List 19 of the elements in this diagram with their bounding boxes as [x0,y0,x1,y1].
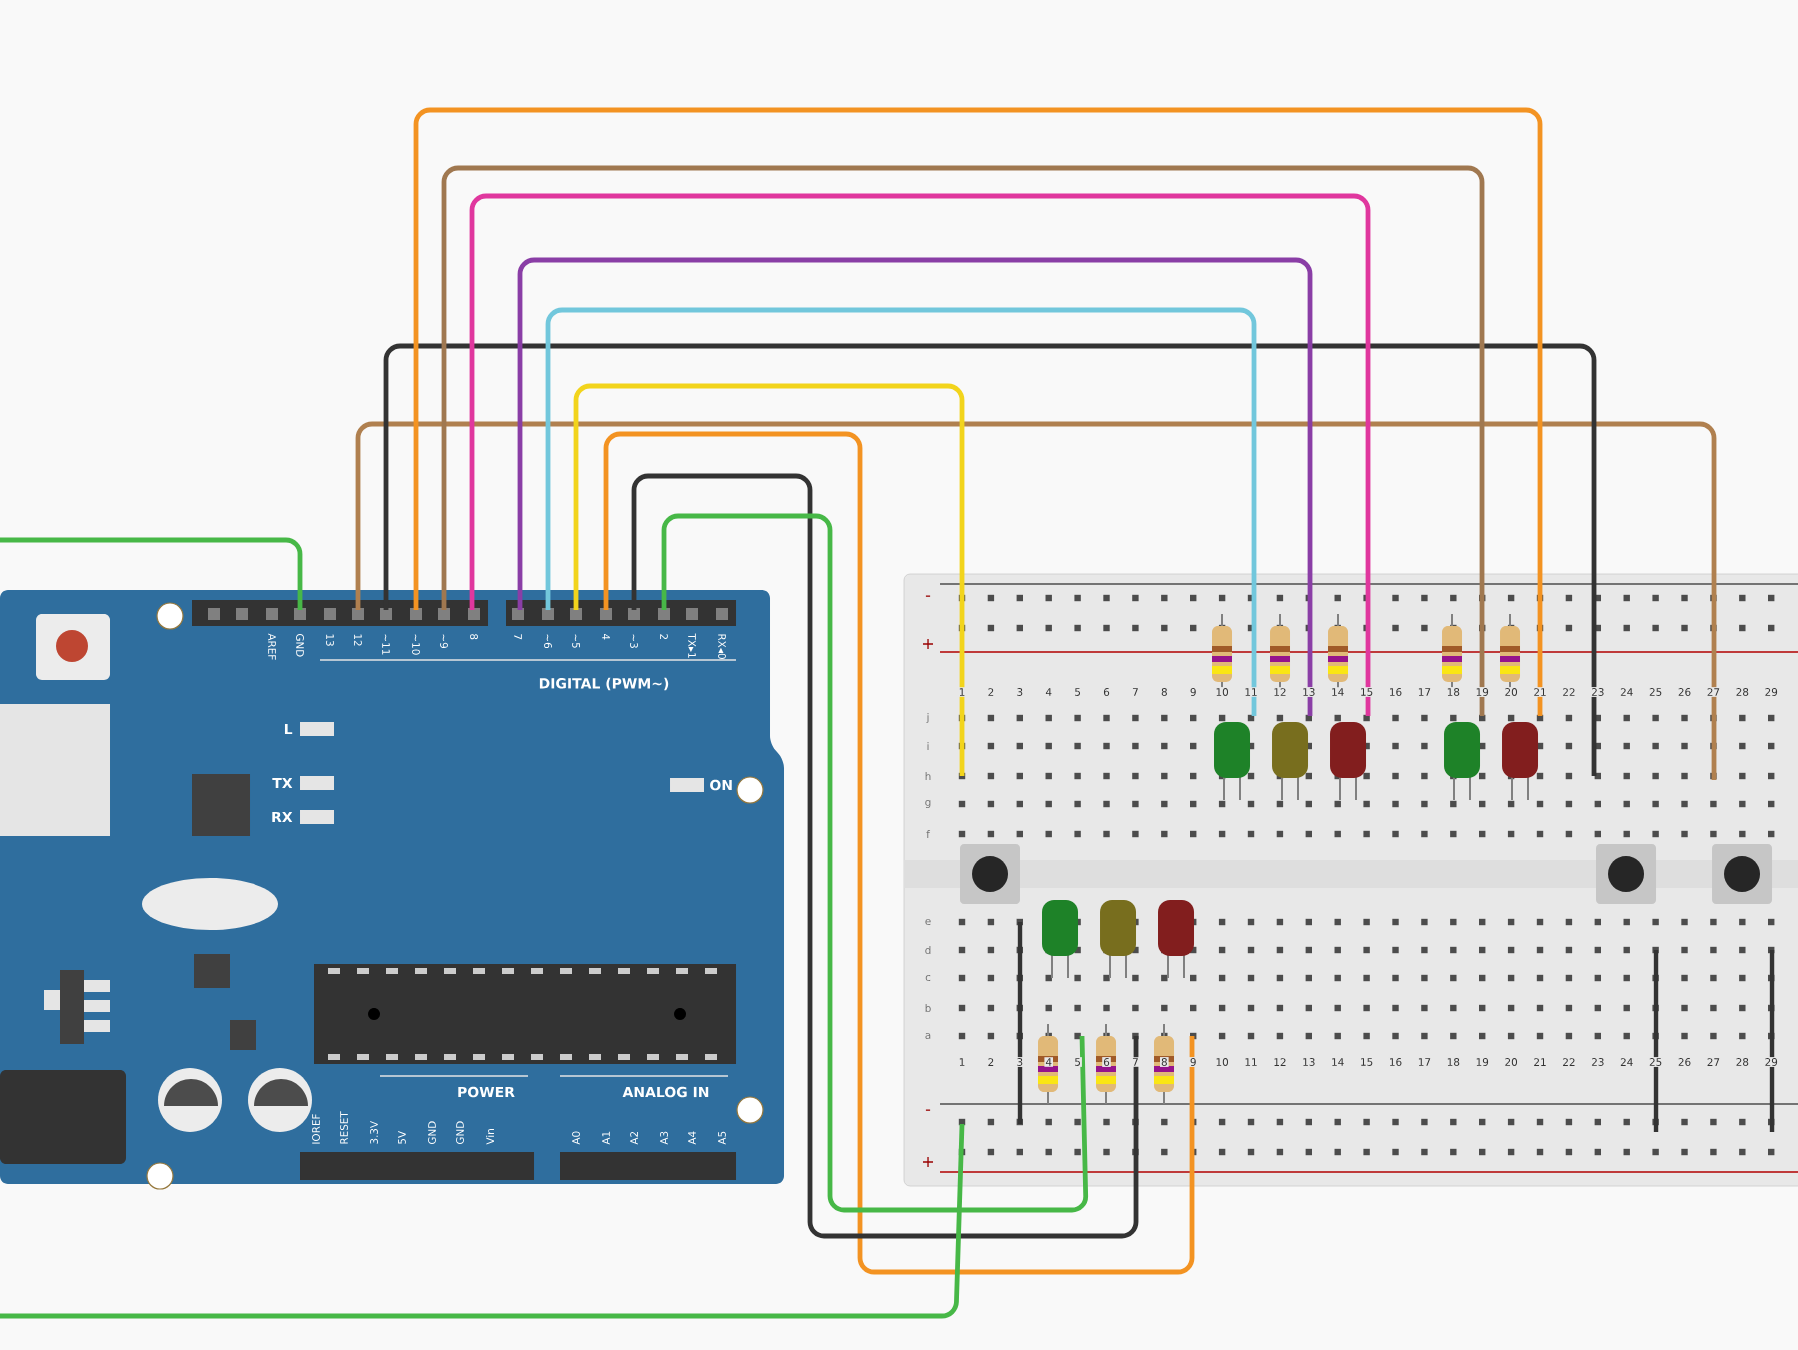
wire [603,431,1195,1275]
rail-sign: - [925,1109,931,1111]
rail-sign: + [923,639,933,650]
wire [383,343,1597,776]
wire [355,421,1717,780]
wire [0,537,303,610]
wire [661,513,1089,1213]
wire [517,257,1313,716]
breadboard-drawing [903,573,1798,1187]
rail-sign: - [925,595,931,597]
wire [413,107,1543,716]
wire [631,473,1139,1239]
rail-sign: + [923,1157,933,1168]
wire [545,307,1257,716]
wire [573,383,965,776]
arduino-board-drawing [0,590,784,1190]
wire [469,193,1371,716]
wire [0,1123,965,1319]
wire [441,165,1485,716]
